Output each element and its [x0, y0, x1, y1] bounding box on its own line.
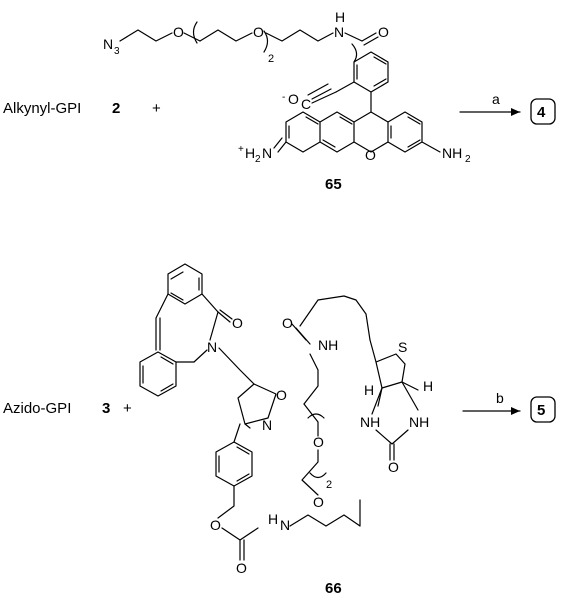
- product-box-4: [530, 98, 556, 125]
- iminium-subscript: 2: [255, 154, 261, 165]
- reactant-number-1: 2: [112, 100, 120, 117]
- isoxazoline-n: N: [262, 417, 272, 433]
- compound-number-66: 66: [325, 580, 342, 597]
- reaction-arrowhead-1: [511, 108, 520, 116]
- amide-nh: NH: [318, 337, 338, 353]
- compound-65-structure: N 3 O O 2 H N O - O C: [103, 9, 471, 165]
- compound-number-65: 65: [325, 176, 342, 193]
- iminium-n: N: [262, 145, 272, 161]
- isoxazoline-oxygen: O: [276, 387, 287, 403]
- azide-n: N: [103, 36, 113, 52]
- carboxylate-c: C: [301, 96, 311, 112]
- amide-n: N: [334, 24, 344, 40]
- xanthene-oxygen: O: [365, 147, 376, 163]
- repeat-subscript: 2: [268, 53, 274, 65]
- iminium-charge: +: [238, 144, 244, 155]
- carbamate-n: N: [280, 517, 290, 533]
- carboxylate-charge: -: [282, 92, 285, 103]
- azocine-n: N: [207, 339, 217, 355]
- compound-66-structure: O N O N O O H N: [139, 263, 433, 576]
- reaction-2: Azido-GPI 3 + O N O N: [3, 263, 556, 597]
- condition-a: a: [492, 91, 500, 107]
- thiophane-s: S: [398, 339, 407, 355]
- amide-carbonyl-o: O: [378, 24, 389, 40]
- urea-oxygen: O: [388, 459, 399, 475]
- product-number-5: 5: [537, 402, 545, 419]
- peg-oxygen-2: O: [313, 494, 324, 510]
- azide-subscript: 3: [114, 46, 120, 57]
- carbamate-h: H: [268, 511, 278, 527]
- peg-oxygen-1: O: [313, 434, 324, 450]
- product-box-5: [530, 396, 556, 423]
- urea-nh-left: NH: [360, 414, 380, 430]
- peg-repeat-subscript: 2: [326, 479, 332, 491]
- reaction-arrowhead-2: [511, 407, 520, 415]
- ketone-oxygen: O: [232, 315, 243, 331]
- peg-oxygen-a: O: [173, 24, 184, 40]
- iminium-h: H: [245, 145, 255, 161]
- amide-oxygen: O: [282, 315, 293, 331]
- reactant-name-1: Alkynyl-GPI: [3, 100, 81, 117]
- peg-oxygen-b: O: [253, 24, 264, 40]
- carbamate-ester-o: O: [210, 517, 221, 533]
- amine-subscript: 2: [465, 154, 471, 165]
- carbamate-carbonyl-o: O: [236, 560, 247, 576]
- amine-group: NH: [442, 145, 462, 161]
- plus-sign-1: +: [152, 100, 161, 117]
- amide-h: H: [335, 9, 345, 25]
- product-number-4: 4: [537, 104, 546, 121]
- reactant-name-2: Azido-GPI: [3, 400, 71, 417]
- condition-b: b: [496, 390, 504, 406]
- bridge-h-right: H: [423, 378, 433, 394]
- carboxylate-o: O: [288, 91, 299, 107]
- urea-nh-right: NH: [409, 414, 429, 430]
- bridge-h-left: H: [364, 382, 374, 398]
- reactant-number-2: 3: [102, 400, 110, 417]
- plus-sign-2: +: [123, 400, 132, 417]
- reaction-1: Alkynyl-GPI 2 + N 3 O O 2 H N O: [3, 9, 556, 193]
